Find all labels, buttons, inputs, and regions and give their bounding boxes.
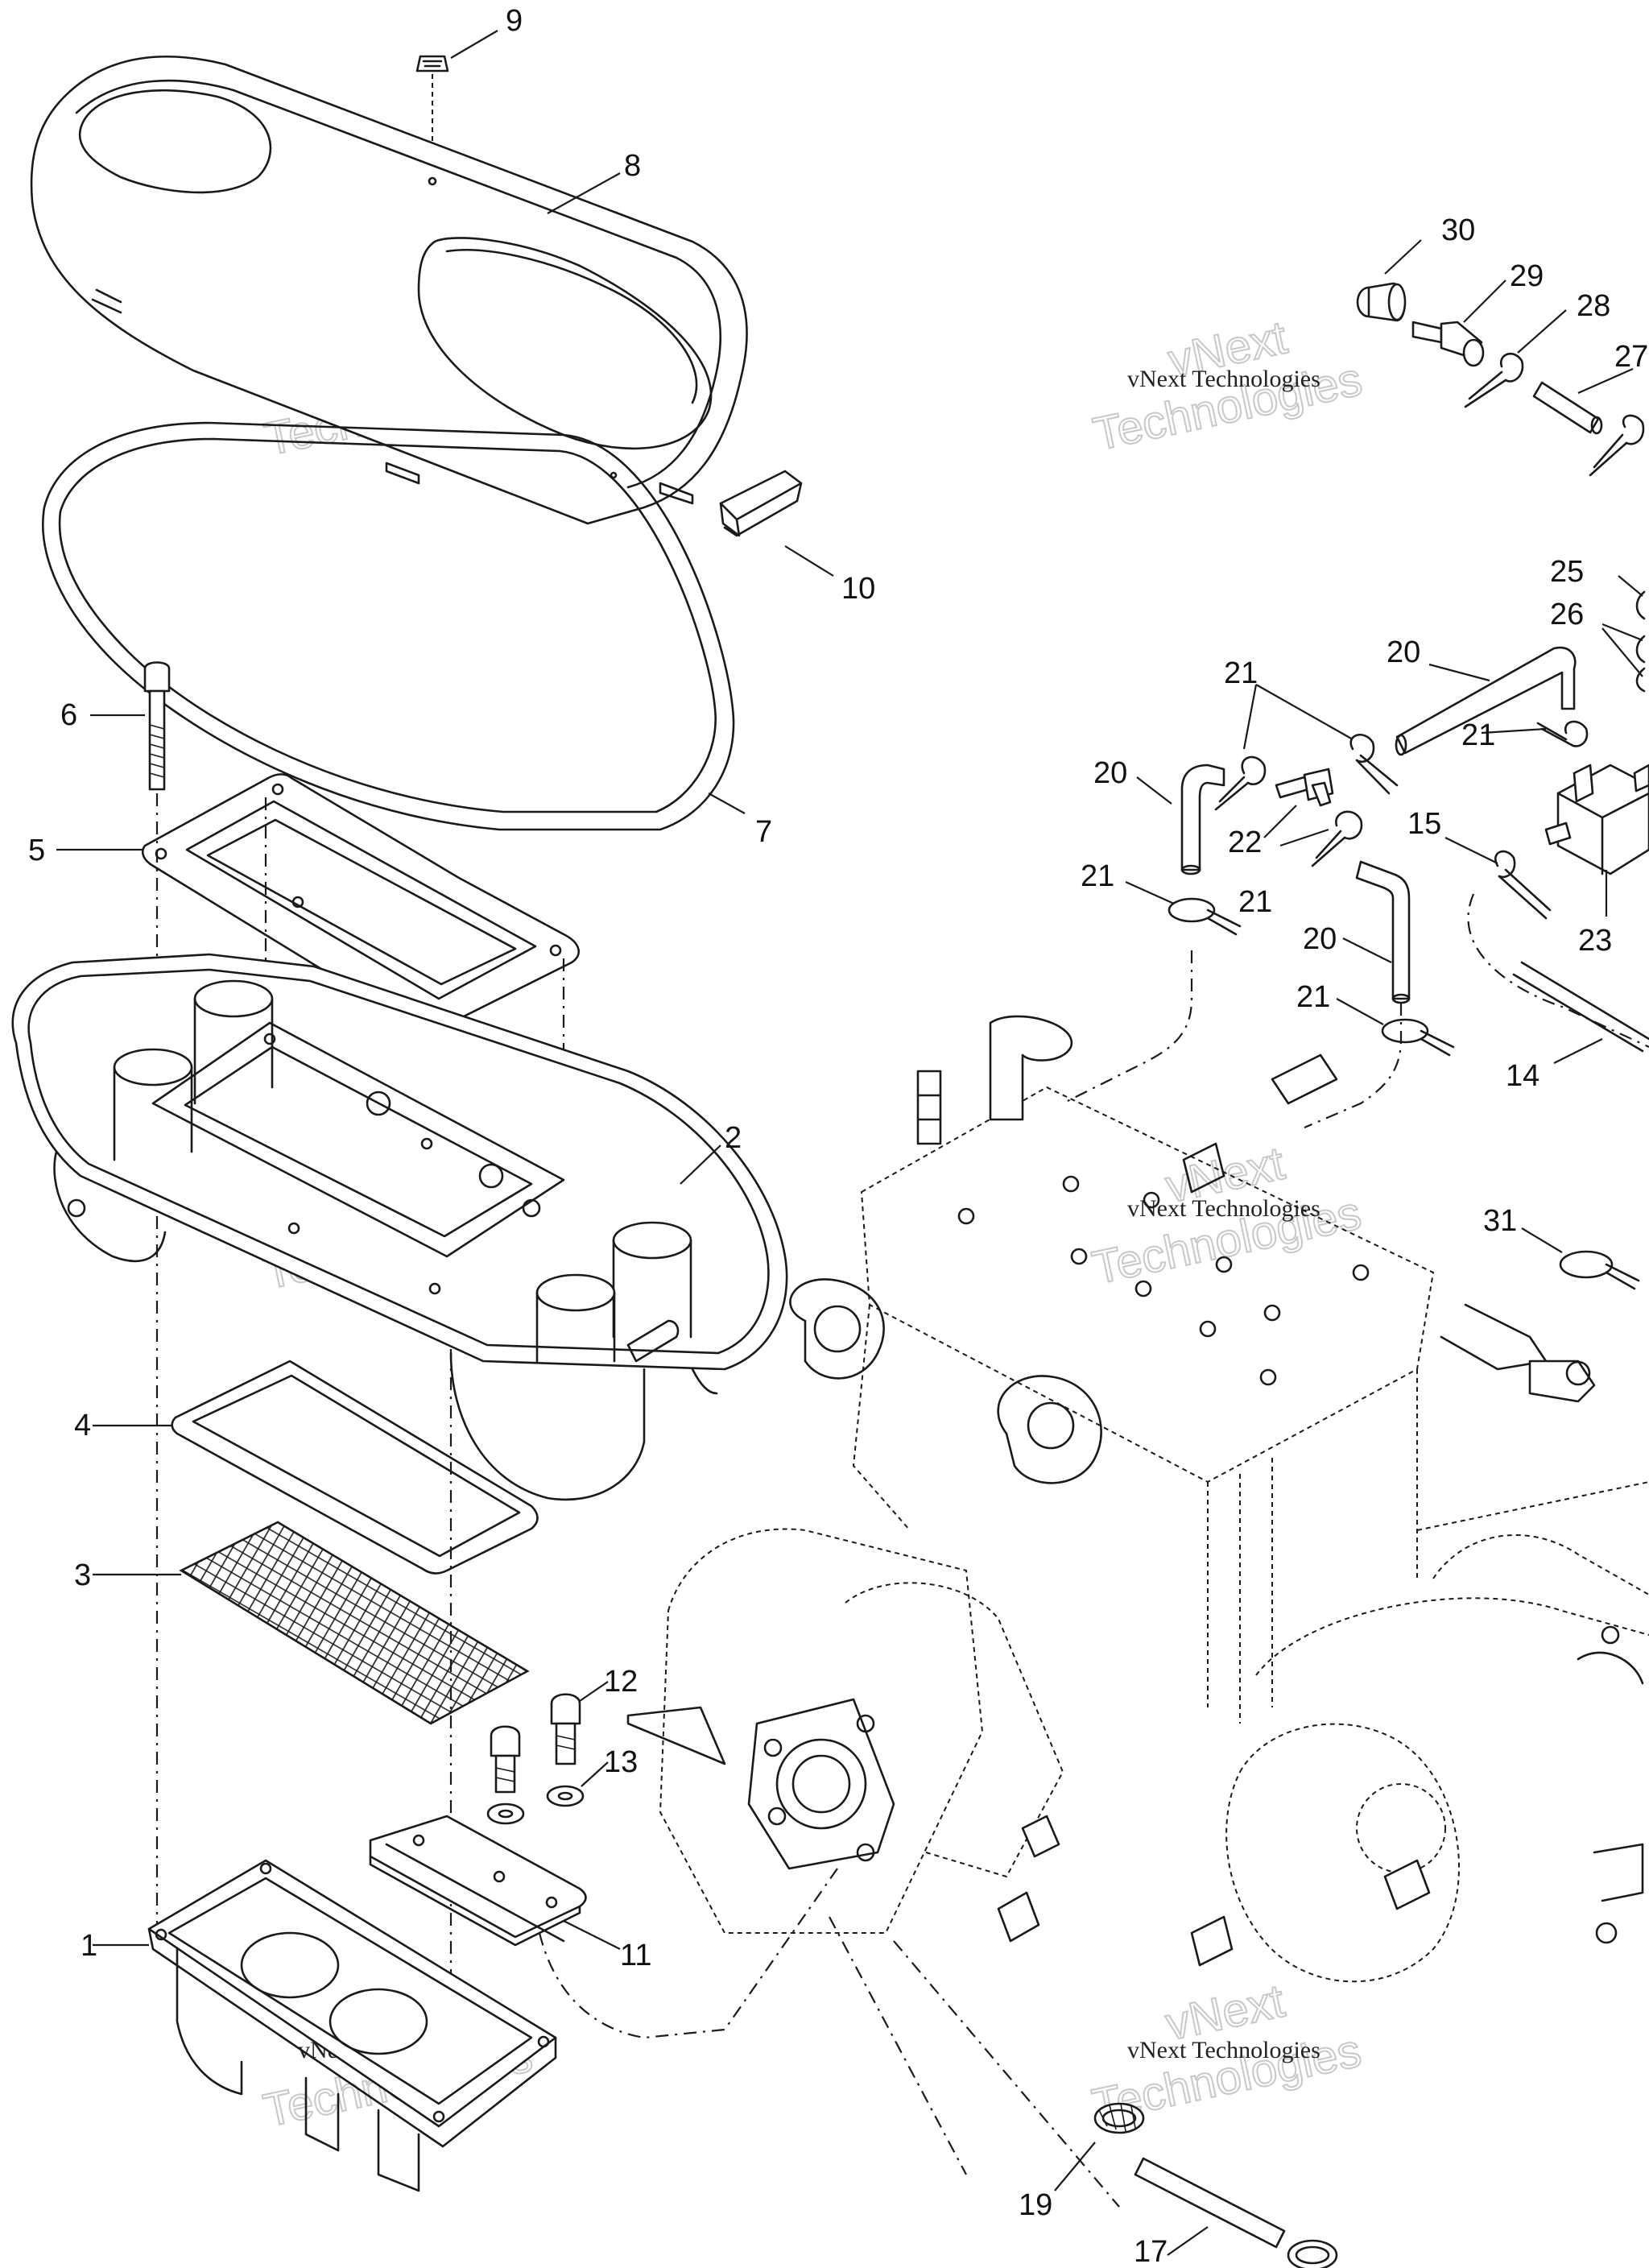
callout-9: 9 [506, 4, 523, 38]
clamp-bottom [1287, 2239, 1338, 2268]
part-15-clamp [1494, 850, 1552, 920]
part-30-fitting [1356, 282, 1407, 322]
callout-31: 31 [1483, 1204, 1517, 1238]
callout-25: 25 [1550, 555, 1584, 589]
part-21-clamp-f [1381, 1018, 1455, 1057]
callout-11: 11 [620, 1939, 651, 1972]
part-28-clamp [1464, 352, 1524, 408]
callout-21-mid: 21 [1238, 885, 1272, 919]
hose-routing-lines [538, 893, 1649, 2208]
watermark-text: vNext Technologies [1127, 366, 1320, 392]
engine-phantom [626, 1015, 1649, 1983]
callout-5: 5 [28, 834, 45, 867]
part-21-clamp-b [1349, 734, 1399, 795]
watermark-text: vNext Technologies [1127, 1195, 1320, 1222]
callout-numbers: 9 8 10 7 6 5 2 4 3 1 12 13 11 14 15 23 3… [28, 4, 1648, 2268]
part-7-gasket [42, 421, 735, 831]
callout-15: 15 [1407, 807, 1441, 841]
part-20-hose-left [1180, 764, 1225, 875]
part-21-clamp-d [1311, 810, 1363, 867]
part-10-clip [719, 470, 803, 537]
callout-1: 1 [81, 1929, 97, 1963]
callout-21-right: 21 [1461, 718, 1495, 752]
part-23-valve-block [1544, 764, 1649, 875]
part-17-hose [1134, 2157, 1286, 2249]
callout-6: 6 [60, 698, 77, 732]
callout-3: 3 [74, 1558, 91, 1592]
part-4-gasket [171, 1360, 539, 1575]
callout-2: 2 [725, 1121, 742, 1155]
part-27-hose [1532, 381, 1603, 435]
callout-14: 14 [1506, 1059, 1539, 1093]
callout-23: 23 [1578, 924, 1612, 958]
callout-28: 28 [1577, 289, 1610, 323]
part-1-base [147, 1859, 557, 2192]
callout-8: 8 [624, 149, 641, 183]
callout-10: 10 [841, 572, 875, 606]
clamp-27 [1589, 414, 1645, 477]
callout-29: 29 [1510, 259, 1544, 293]
part-29-connector [1411, 321, 1485, 367]
callout-30: 30 [1441, 213, 1475, 247]
callout-12: 12 [604, 1665, 638, 1699]
callout-21-top: 21 [1224, 656, 1258, 690]
callout-21-left: 21 [1081, 859, 1114, 893]
part-20-hose-mid [1355, 860, 1411, 1004]
part-20-hose-top [1395, 646, 1577, 756]
part-21-clamp-a [1214, 755, 1267, 811]
part-21-clamp-e [1168, 897, 1242, 936]
part-13-washers [486, 1785, 585, 1825]
part-11-plate [369, 1815, 587, 1947]
part-31-clamp [1559, 1250, 1640, 1290]
part-19-clamp-ring [1093, 2102, 1145, 2134]
callout-26: 26 [1550, 598, 1584, 631]
part-22-fitting [1275, 768, 1334, 807]
part-2-silencer-base [11, 953, 788, 1501]
callout-7: 7 [755, 815, 772, 849]
callout-22: 22 [1228, 826, 1262, 859]
part-3-filter-screen [179, 1521, 530, 1725]
watermark-text: vNext Technologies [1127, 2037, 1320, 2063]
callout-20-mid: 20 [1303, 922, 1337, 956]
callout-21-lower: 21 [1296, 980, 1330, 1014]
part-8-silencer-cover [30, 55, 748, 525]
callout-27: 27 [1614, 340, 1648, 374]
callout-4: 4 [74, 1409, 91, 1442]
callout-20-left: 20 [1093, 756, 1127, 790]
part-14-hose [1512, 961, 1649, 1053]
callout-19: 19 [1019, 2188, 1052, 2222]
leader-lines [56, 30, 1643, 2256]
part-12-screws [490, 1693, 581, 1794]
callout-17: 17 [1134, 2235, 1168, 2268]
callout-13: 13 [604, 1745, 638, 1779]
part-25-26-pieces [1635, 590, 1646, 693]
callout-20-top: 20 [1387, 635, 1420, 669]
part-21-clamp-c [1536, 720, 1589, 747]
